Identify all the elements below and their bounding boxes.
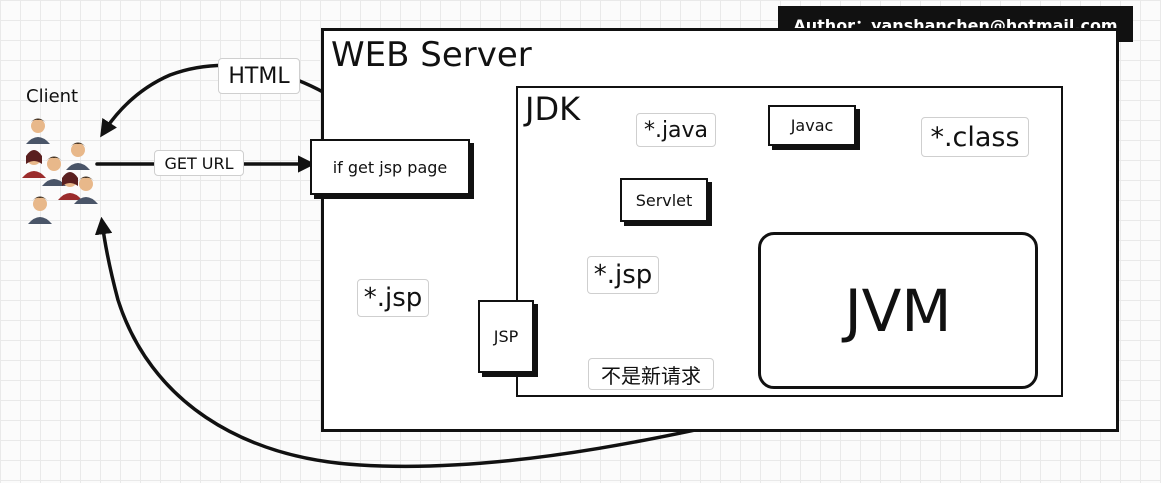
web-server-title: WEB Server (331, 35, 532, 75)
client-label: Client (26, 86, 79, 107)
class-file-label: *.class (921, 117, 1029, 157)
jsp-node: JSP (478, 300, 534, 373)
not-new-request-label: 不是新请求 (588, 358, 714, 390)
if-get-jsp-page-node: if get jsp page (310, 139, 470, 195)
html-label: HTML (218, 58, 300, 94)
get-url-label: GET URL (154, 150, 244, 176)
jsp-file-label-1: *.jsp (357, 279, 429, 317)
javac-node: Javac (768, 105, 856, 146)
jdk-title: JDK (525, 90, 581, 128)
jvm-node: JVM (758, 232, 1038, 389)
servlet-node: Servlet (620, 178, 708, 222)
users-group-icon (22, 118, 98, 224)
java-file-label: *.java (636, 113, 716, 147)
jsp-file-label-2: *.jsp (587, 256, 659, 294)
